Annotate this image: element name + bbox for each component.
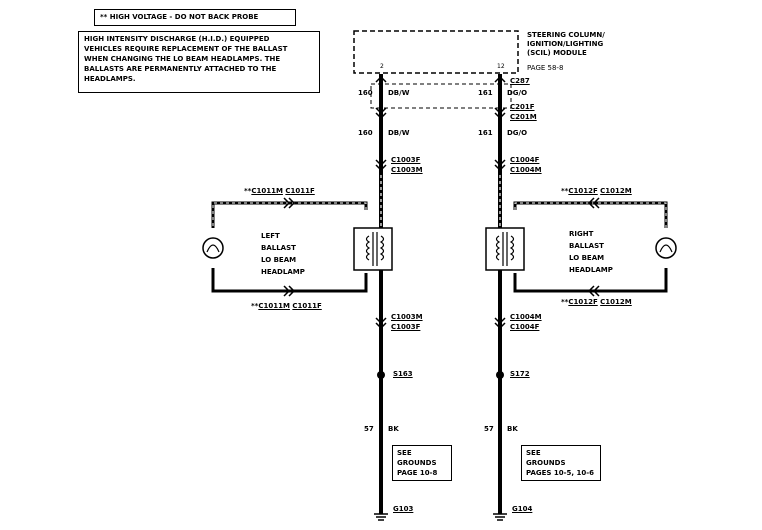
left-hv-connector-top (283, 197, 296, 209)
left-hv-bottom-label: **C1011M C1011F (251, 302, 322, 311)
left-hv-top-conn-b: C1011F (285, 187, 315, 195)
connector-c201m: C201M (510, 113, 537, 121)
left-headlamp-bulb (202, 237, 224, 259)
right-hv-top-prefix: ** (561, 187, 569, 195)
left-ballast-label: LEFT BALLAST LO BEAM HEADLAMP (261, 232, 305, 276)
right-mid-color: DG/O (507, 129, 528, 137)
left-hv-top-prefix: ** (244, 187, 252, 195)
left-conn-lower-m: C1003M (391, 313, 423, 321)
high-voltage-warning: ** HIGH VOLTAGE - DO NOT BACK PROBE (94, 9, 296, 26)
left-mid-circuit: 160 (358, 129, 373, 137)
splice-s172 (496, 371, 504, 379)
right-hv-bottom-prefix: ** (561, 298, 569, 306)
left-conn-upper-m: C1003M (391, 166, 423, 174)
right-ballast-box (485, 227, 525, 271)
splice-s163-label: S163 (393, 370, 413, 378)
left-hv-bottom-conn-b: C1011F (292, 302, 322, 310)
right-hv-top-conn-a: C1012F (568, 187, 598, 195)
left-hv-connector-bottom (283, 285, 296, 297)
splice-s172-label: S172 (510, 370, 530, 378)
splice-s163 (377, 371, 385, 379)
right-conn-upper-f: C1004F (510, 156, 540, 164)
connector-c287: C287 (510, 77, 530, 85)
right-conn-lower-m: C1004M (510, 313, 542, 321)
scil-module-name: STEERING COLUMN/ IGNITION/LIGHTING (SCIL… (527, 31, 605, 57)
right-loop-stripe (514, 202, 667, 228)
right-hv-top-label: **C1012F C1012M (561, 187, 632, 196)
right-hv-connector-bottom (587, 285, 600, 297)
ground-g103-label: G103 (393, 505, 414, 513)
left-conn-upper-f: C1003F (391, 156, 421, 164)
right-hv-bottom-label: **C1012F C1012M (561, 298, 632, 307)
pin-2-connector-mark (375, 75, 387, 83)
left-hv-top-conn-a: C1011M (251, 187, 283, 195)
right-mid-circuit: 161 (478, 129, 493, 137)
right-conn-lower-f: C1004F (510, 323, 540, 331)
right-conn-upper-m: C1004M (510, 166, 542, 174)
c201-connector-box (370, 83, 512, 109)
left-ground-circuit: 57 (364, 425, 374, 433)
c1003-lower-connector-mark (375, 317, 387, 330)
left-top-color: DB/W (388, 89, 410, 97)
right-ballast-label: RIGHT BALLAST LO BEAM HEADLAMP (569, 230, 613, 274)
module-pin-12: 12 (497, 63, 505, 70)
c201-left-connector-mark (375, 107, 387, 120)
left-conn-lower-f: C1003F (391, 323, 421, 331)
right-ground-color: BK (507, 425, 518, 433)
left-hv-top-label: **C1011M C1011F (244, 187, 315, 196)
right-top-circuit: 161 (478, 89, 493, 97)
c1004-upper-connector-mark (494, 159, 506, 172)
right-headlamp-bulb (655, 237, 677, 259)
right-top-color: DG/O (507, 89, 528, 97)
left-hv-bottom-prefix: ** (251, 302, 259, 310)
module-pin-2: 2 (380, 63, 384, 70)
right-ground-note: SEE GROUNDS PAGES 10-5, 10-6 (521, 445, 601, 481)
left-hv-bottom-conn-a: C1011M (258, 302, 290, 310)
right-hv-bottom-conn-a: C1012F (568, 298, 598, 306)
scil-module-page: PAGE 58-8 (527, 64, 564, 72)
connector-c201f: C201F (510, 103, 535, 111)
right-hv-bottom-conn-b: C1012M (600, 298, 632, 306)
right-hv-connector-top (587, 197, 600, 209)
left-ground-note: SEE GROUNDS PAGE 10-8 (392, 445, 452, 481)
ground-symbol-g103 (374, 513, 388, 521)
c1004-lower-connector-mark (494, 317, 506, 330)
c1003-upper-connector-mark (375, 159, 387, 172)
ground-g104-label: G104 (512, 505, 533, 513)
left-ground-color: BK (388, 425, 399, 433)
right-ground-circuit: 57 (484, 425, 494, 433)
scil-module-box (353, 30, 519, 74)
left-top-circuit: 160 (358, 89, 373, 97)
left-ballast-box (353, 227, 393, 271)
hid-ballast-note: HIGH INTENSITY DISCHARGE (H.I.D.) EQUIPP… (78, 31, 320, 93)
c201-right-connector-mark (494, 107, 506, 120)
pin-12-connector-mark (494, 75, 506, 83)
ground-symbol-g104 (493, 513, 507, 521)
right-hv-top-conn-b: C1012M (600, 187, 632, 195)
left-mid-color: DB/W (388, 129, 410, 137)
